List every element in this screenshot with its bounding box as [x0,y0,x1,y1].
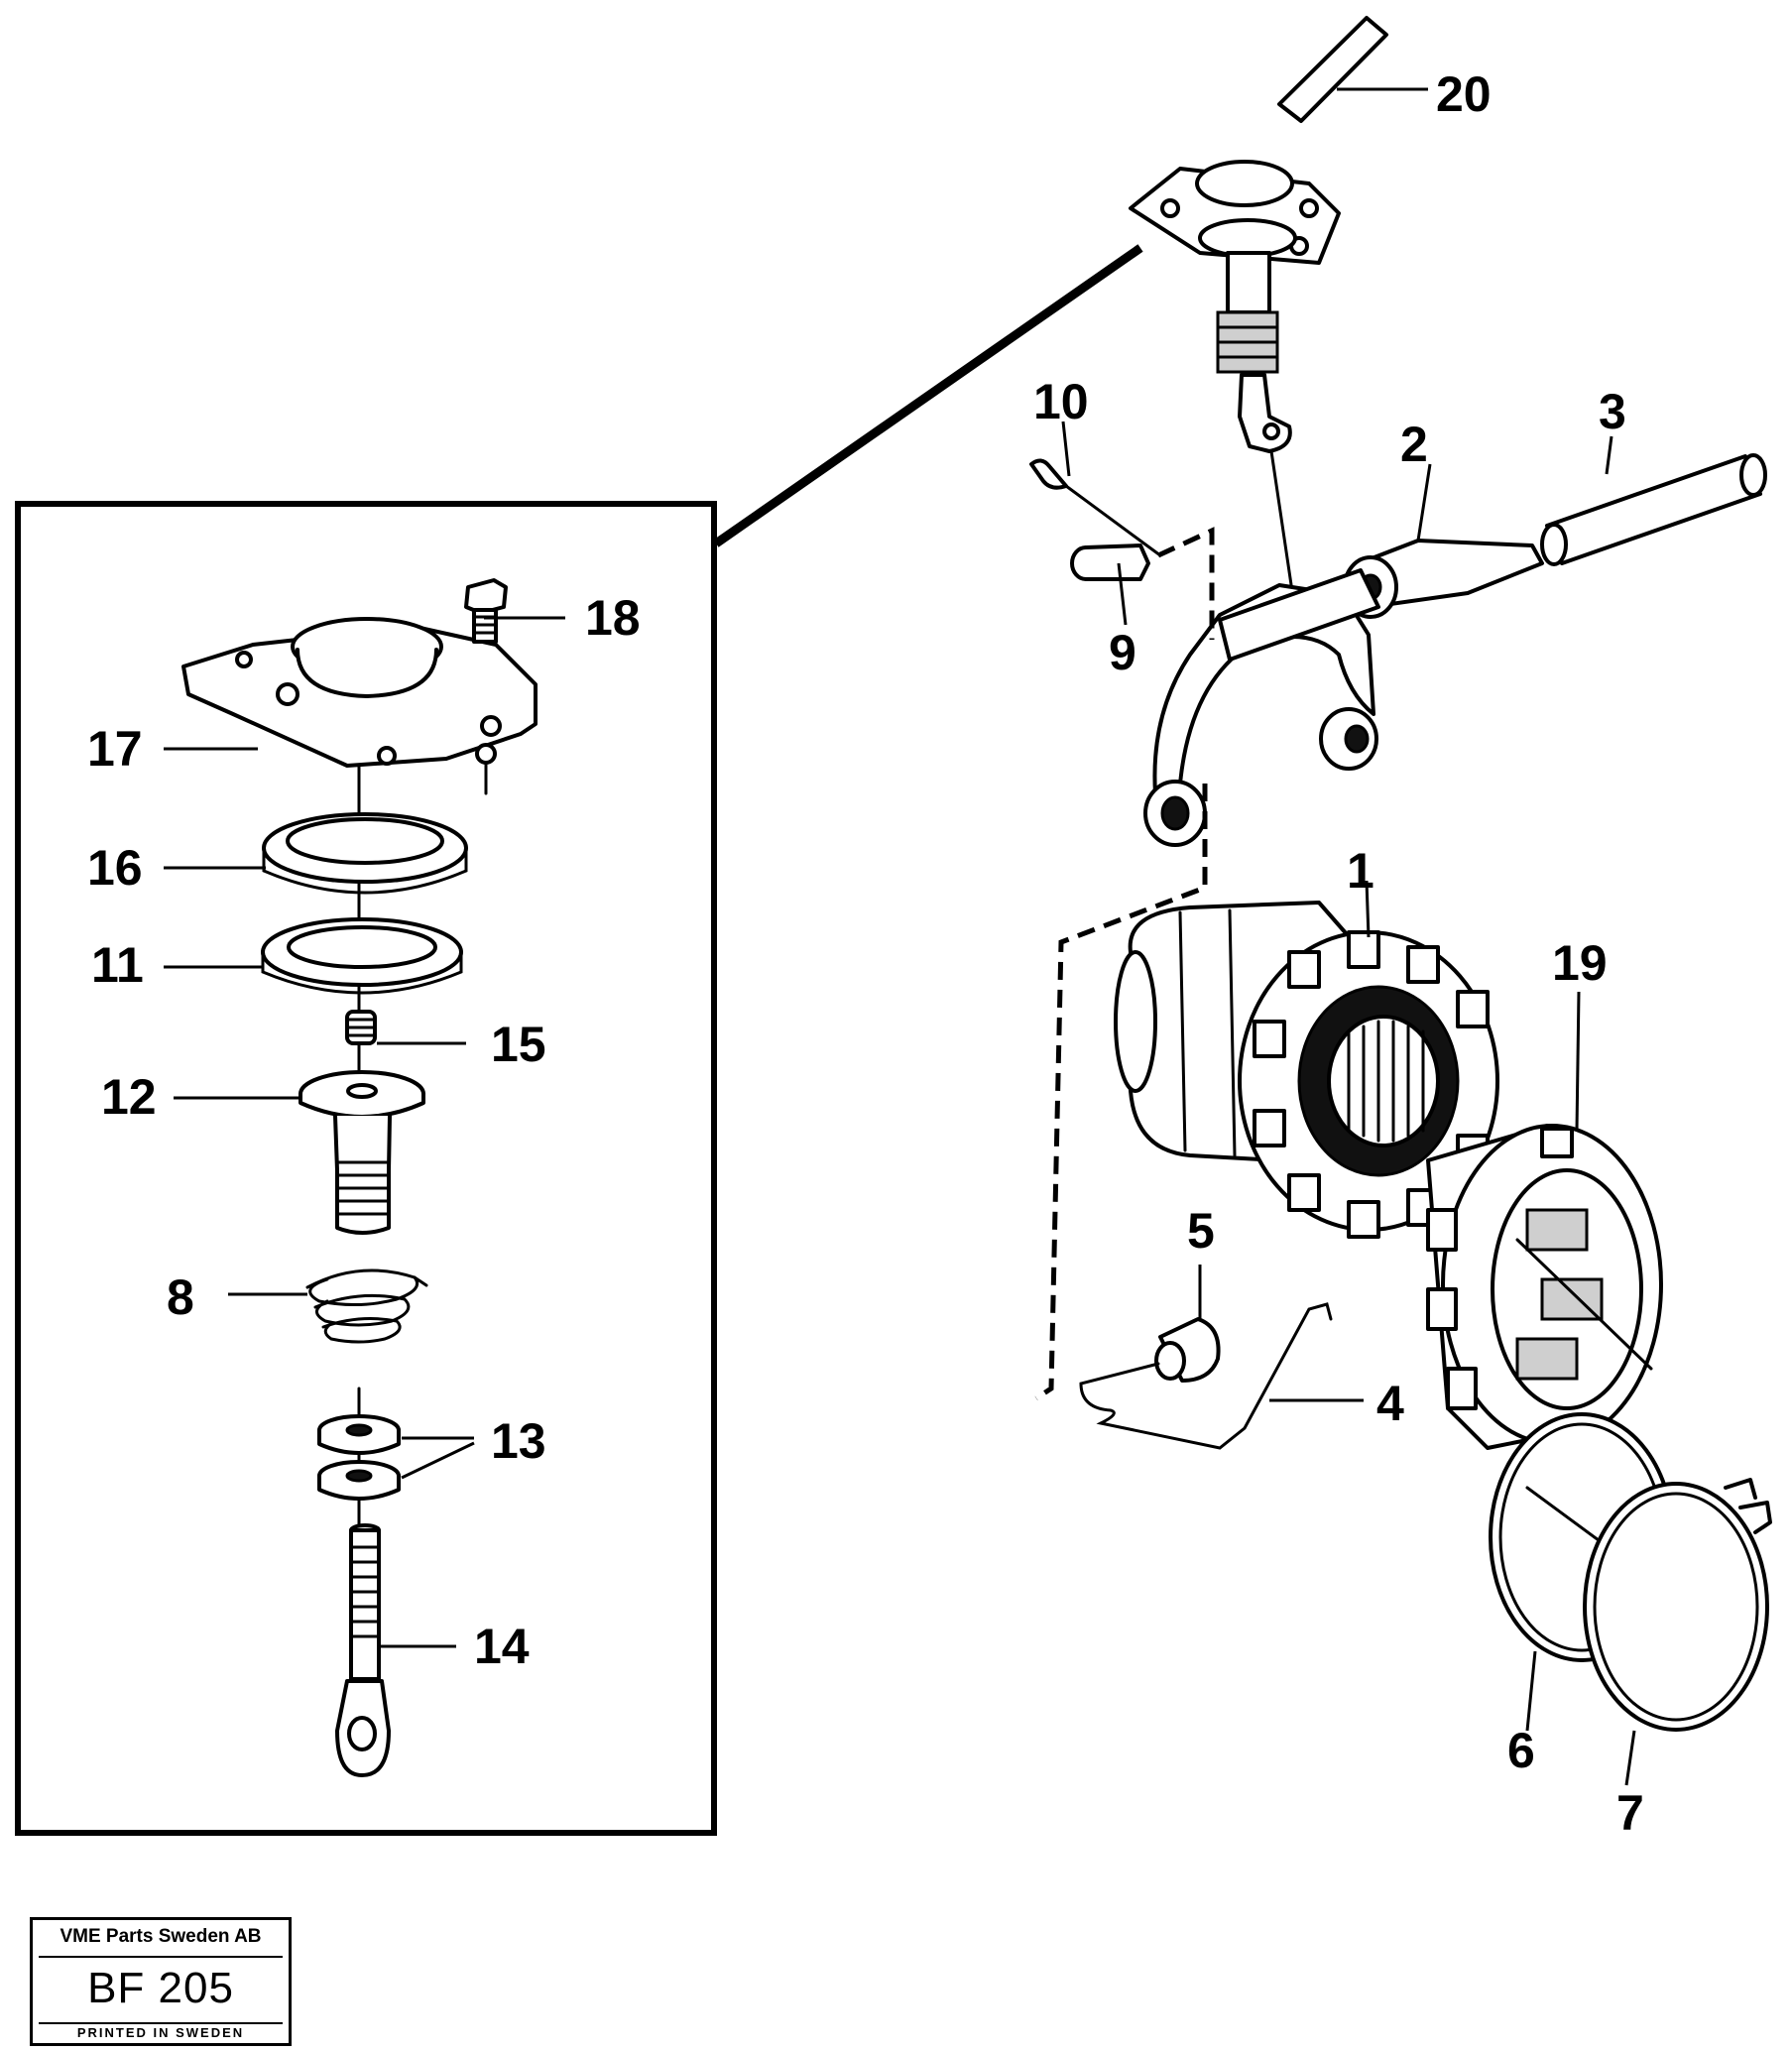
shift-lever-2 [1218,539,1544,662]
detent-spring-4 [1079,1302,1364,1450]
clutch-ring-19 [1426,1124,1663,1450]
callout-7: 7 [1616,1785,1644,1841]
stamp-code: BF 205 [87,1964,234,2012]
stamp-company: VME Parts Sweden AB [60,1926,262,1947]
stamp-divider-top [39,1956,283,1958]
callout-6: 6 [1507,1723,1535,1778]
callout-9: 9 [1109,625,1136,680]
shaft-3 [1540,453,1767,566]
callout-19: 19 [1552,935,1608,991]
main-leaders [1061,421,1613,1132]
detent-ball-5 [1154,1265,1221,1383]
callout-10: 10 [1033,374,1089,429]
callout-5: 5 [1187,1203,1215,1259]
callout-20: 20 [1436,66,1492,122]
callout-11: 11 [91,937,144,993]
callout-14: 14 [474,1619,530,1674]
callout-17: 17 [87,721,143,777]
cable-mount-flange [1129,160,1341,627]
spring-8 [305,1268,428,1344]
cable-20 [1277,16,1428,123]
stamp-printed: PRINTED IN SWEDEN [76,2025,245,2040]
callout-2: 2 [1400,417,1428,472]
callout-16: 16 [87,840,143,896]
set-screw-15 [345,1010,377,1045]
callout-8: 8 [167,1269,194,1325]
title-stamp: VME Parts Sweden AB BF 205 PRINTED IN SW… [30,1917,292,2046]
seal-ring-11 [261,917,463,995]
stamp-divider-bottom [39,2022,283,2024]
callout-4: 4 [1376,1376,1404,1431]
snap-ring-7 [1583,1478,1772,1786]
bolt-18 [464,578,508,644]
clevis-pin-9 [1070,543,1150,626]
seal-ring-16 [262,812,468,895]
callout-15: 15 [491,1017,546,1072]
callout-labels: 1 2 3 4 5 6 7 8 9 10 11 12 13 14 15 16 1… [87,66,1644,1841]
washers-13 [317,1414,401,1501]
cotter-pin-10 [1029,458,1162,557]
detail-inset-frame [15,501,717,1836]
callout-18: 18 [585,590,641,646]
callout-13: 13 [491,1413,546,1469]
inset-leaders [164,616,565,1648]
callout-12: 12 [101,1069,157,1125]
callout-3: 3 [1599,384,1626,439]
pivot-pin-12 [299,1070,425,1235]
rod-end-14 [335,1523,391,1777]
callout-1: 1 [1347,843,1374,899]
detail-connector-line [713,244,1143,547]
cover-plate-17 [181,617,538,768]
sleeve-1 [1114,901,1499,1239]
